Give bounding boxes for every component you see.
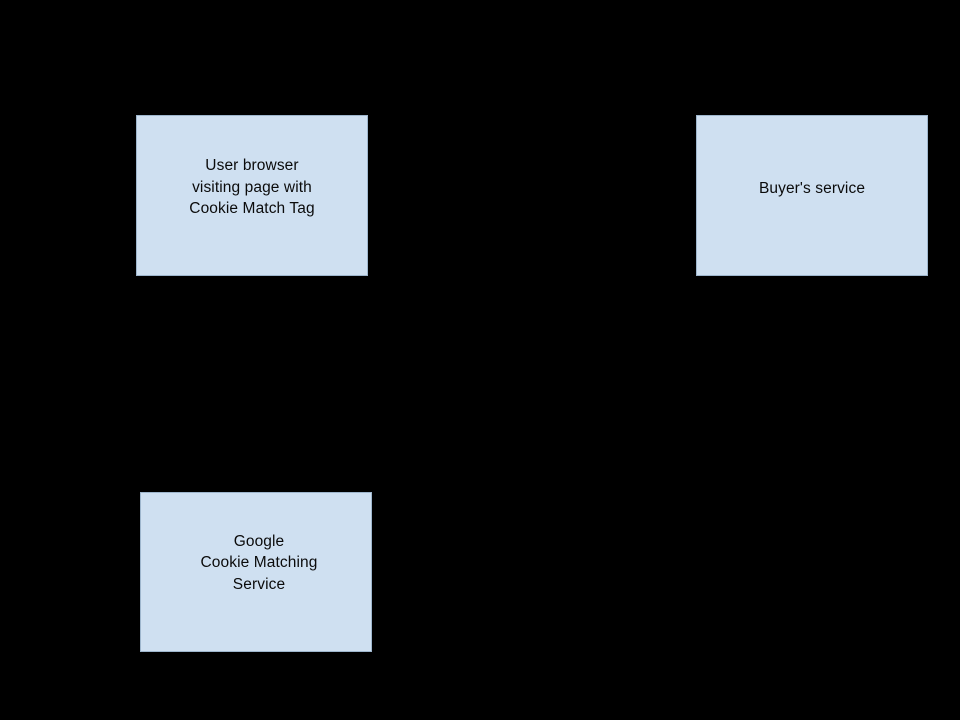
diagram-node-user-browser-label: User browser visiting page with Cookie M…	[189, 157, 315, 218]
diagram-node-user-browser[interactable]: User browser visiting page with Cookie M…	[136, 115, 368, 276]
diagram-node-buyers-service[interactable]: Buyer's service	[696, 115, 928, 276]
diagram-node-google-cookie-matching-service-label: Google Cookie Matching Service	[200, 532, 318, 593]
diagram-node-google-cookie-matching-service[interactable]: Google Cookie Matching Service	[140, 492, 372, 652]
diagram-node-buyers-service-label: Buyer's service	[758, 179, 866, 197]
